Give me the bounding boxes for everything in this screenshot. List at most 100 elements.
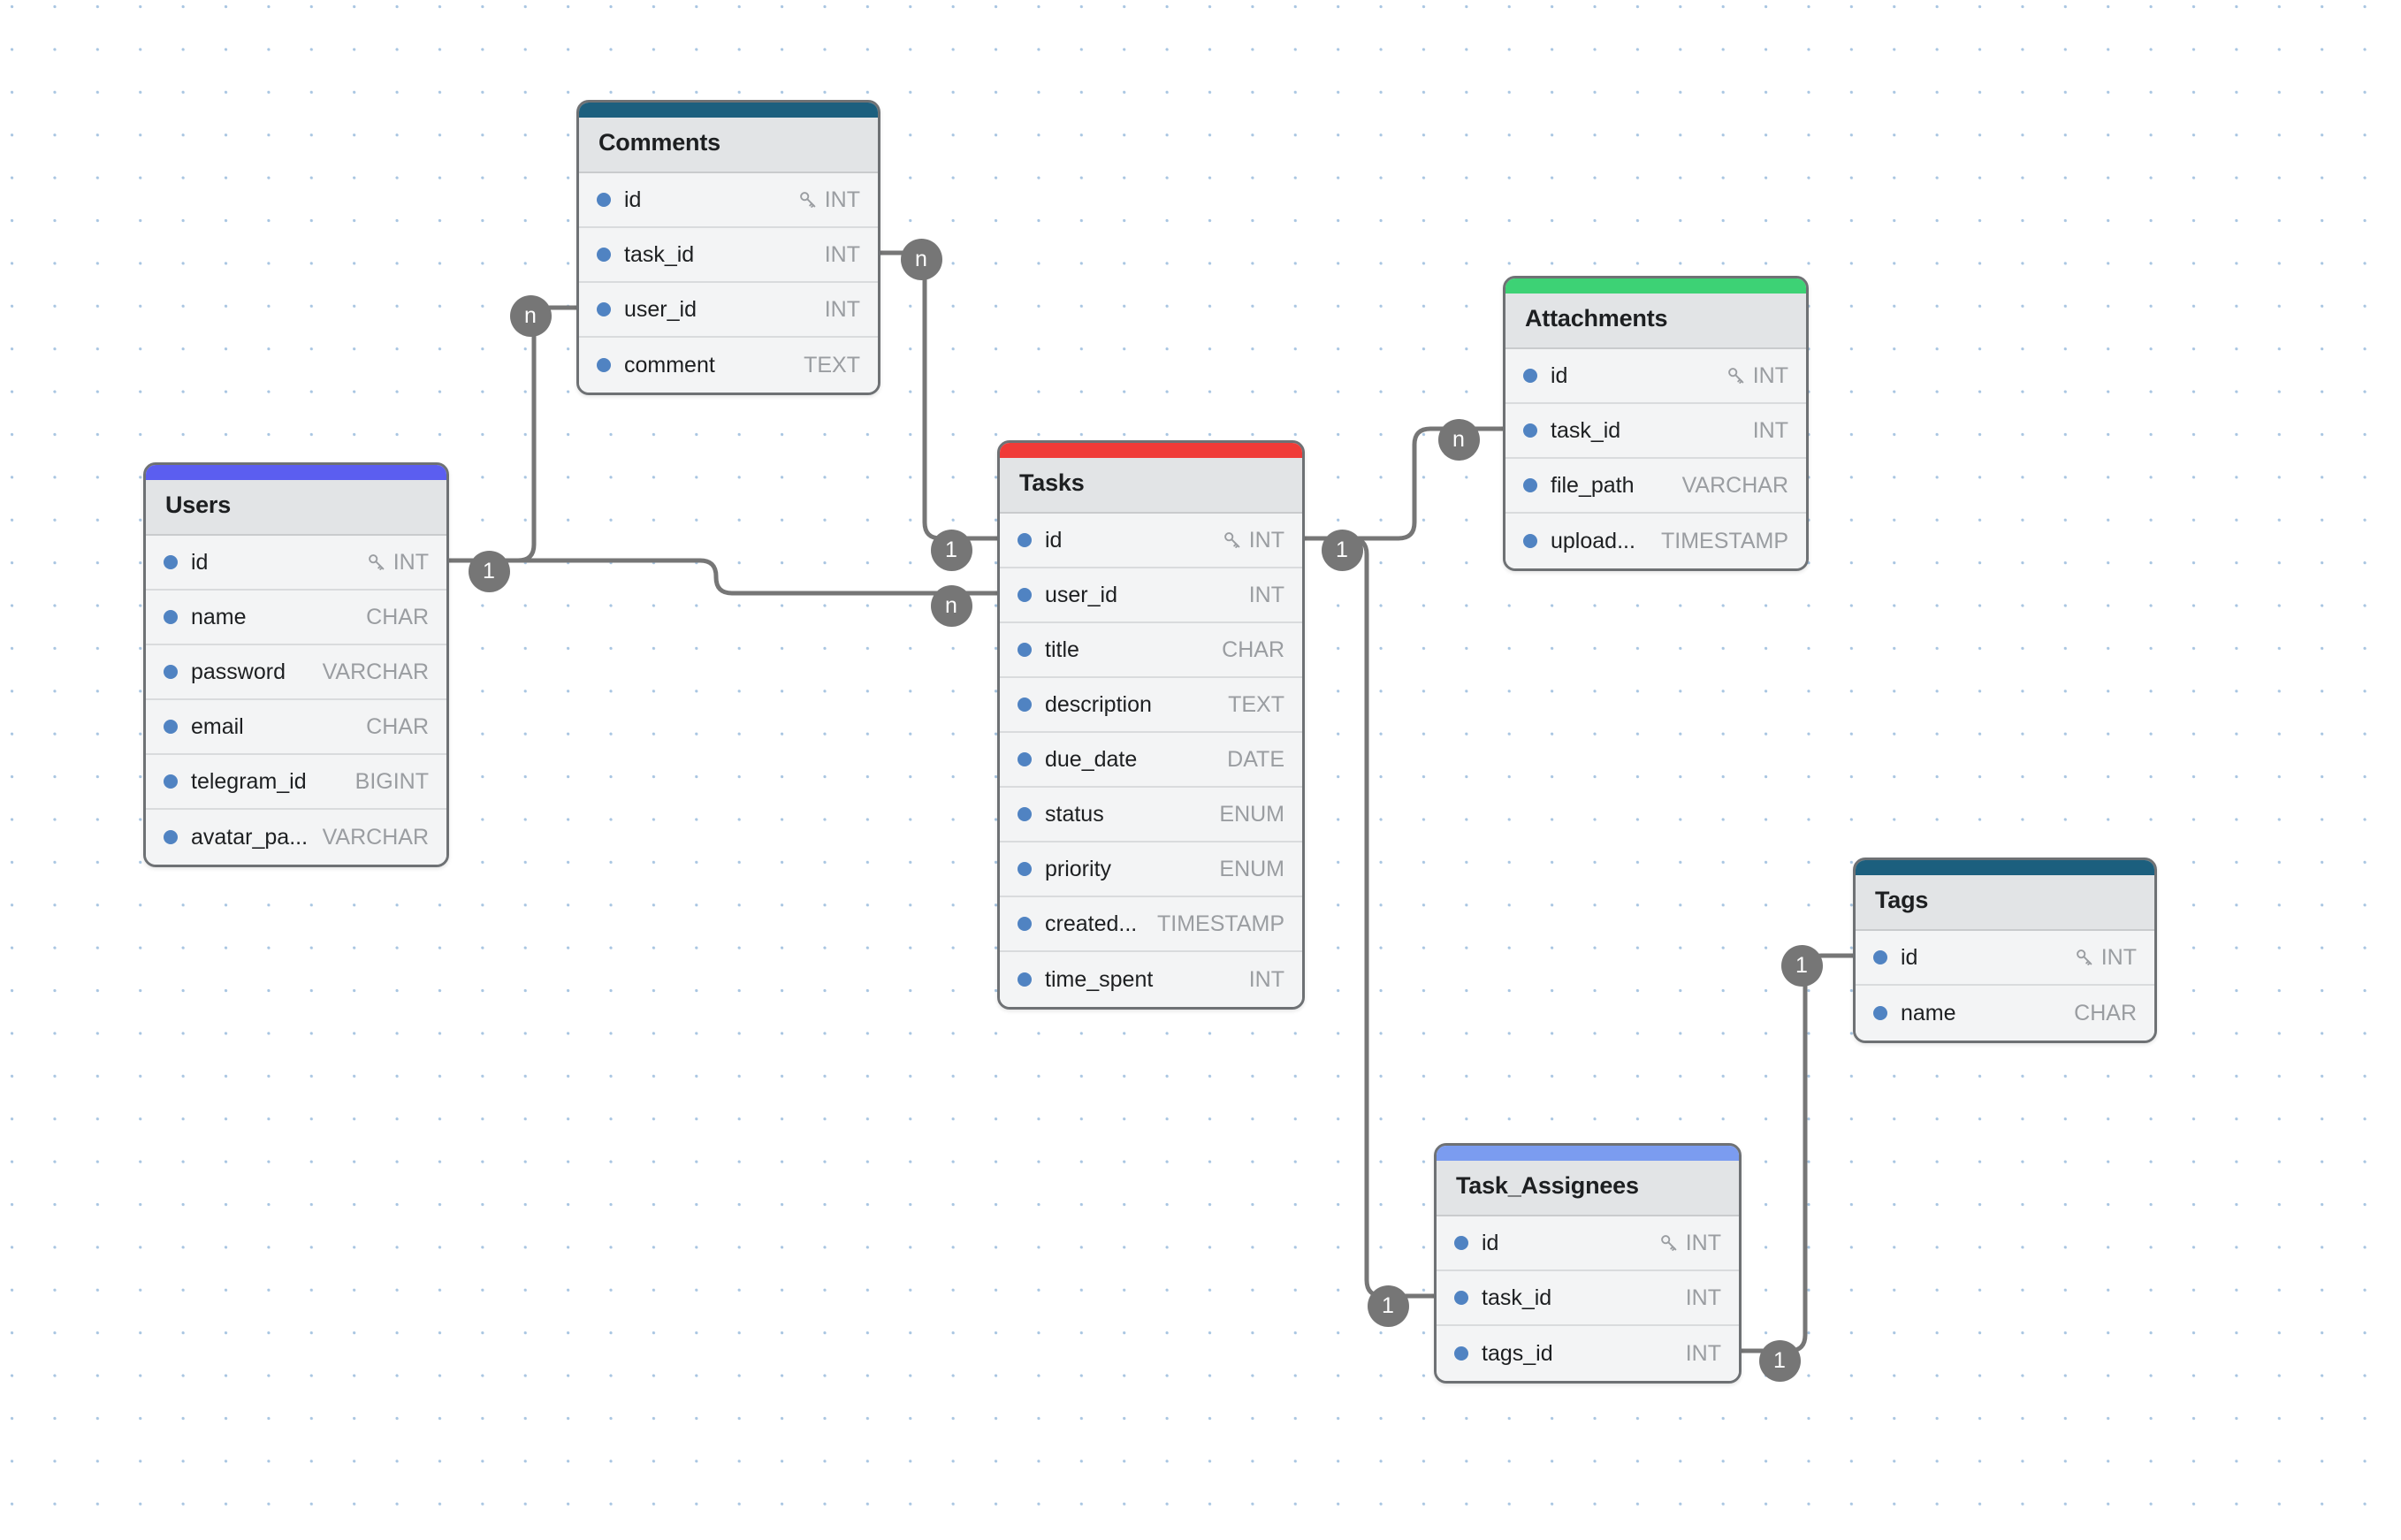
cardinality-badge: 1 [468, 550, 510, 592]
cardinality-badge: 1 [1367, 1285, 1409, 1327]
cardinality-badge: 1 [1321, 529, 1363, 571]
field-type-label: CHAR [366, 604, 429, 629]
field-row[interactable]: upload...TIMESTAMP [1505, 514, 1806, 568]
field-row[interactable]: name CHAR [1856, 986, 2154, 1041]
field-type-label: DATE [1227, 746, 1284, 772]
field-type: CHAR [2074, 1001, 2137, 1026]
field-bullet-icon [164, 610, 178, 624]
field-type: ENUM [1219, 802, 1284, 827]
field-type: INT [1686, 1285, 1721, 1311]
table-title: Tasks [1000, 458, 1302, 514]
cardinality-badge: n [509, 294, 552, 337]
field-bullet-icon [164, 774, 178, 789]
field-type-label: INT [1248, 966, 1284, 992]
table-accent-bar [1000, 443, 1302, 458]
field-name: tags_id [1482, 1340, 1553, 1366]
field-type: INT [366, 550, 429, 576]
field-row[interactable]: avatar_pa... VARCHAR [146, 810, 446, 865]
field-type-label: VARCHAR [322, 824, 429, 850]
field-row[interactable]: task_id INT [1437, 1271, 1739, 1326]
field-row[interactable]: file_path VARCHAR [1505, 459, 1806, 514]
field-type-label: VARCHAR [1681, 472, 1788, 498]
field-type: ENUM [1219, 857, 1284, 882]
field-name: name [191, 604, 247, 629]
field-type: TEXT [804, 353, 860, 378]
field-bullet-icon [1018, 533, 1032, 547]
field-type-label: INT [1752, 362, 1788, 388]
field-type: CHAR [1222, 637, 1284, 663]
field-name: avatar_pa... [191, 824, 309, 850]
field-row[interactable]: tags_id INT [1437, 1326, 1739, 1381]
primary-key-icon [1658, 1232, 1680, 1254]
field-type-label: INT [2100, 944, 2137, 970]
field-name: task_id [1482, 1285, 1552, 1310]
field-type-label: INT [1685, 1230, 1721, 1255]
field-type-label: INT [824, 296, 860, 322]
field-type-label: INT [1685, 1340, 1721, 1366]
table-accent-bar [1437, 1146, 1739, 1161]
field-name: created... [1045, 911, 1138, 936]
field-bullet-icon [1873, 1006, 1887, 1020]
field-type: INT [2074, 945, 2137, 971]
field-name: upload... [1551, 528, 1635, 553]
field-name: comment [624, 352, 715, 377]
primary-key-icon [1726, 365, 1747, 386]
field-name: name [1901, 1000, 1956, 1025]
primary-key-icon [797, 189, 819, 210]
field-type: CHAR [366, 605, 429, 630]
field-row[interactable]: created...TIMESTAMP [1000, 897, 1302, 952]
edge-users-tasks [446, 558, 1000, 596]
field-type: VARCHAR [1682, 473, 1788, 499]
table-title: Attachments [1505, 294, 1806, 349]
table-accent-bar [146, 465, 446, 480]
field-row[interactable]: name CHAR [146, 591, 446, 645]
primary-key-icon [1222, 530, 1243, 551]
field-name: file_path [1551, 472, 1635, 498]
field-type-label: INT [1248, 527, 1284, 553]
field-bullet-icon [1523, 369, 1537, 383]
field-type-label: INT [1752, 417, 1788, 443]
field-type: INT [825, 297, 860, 323]
field-type: TEXT [1228, 692, 1284, 718]
field-type: INT [1249, 967, 1284, 993]
field-name: due_date [1045, 746, 1138, 772]
edge-comments-tasks [878, 250, 1000, 541]
primary-key-icon [2074, 947, 2095, 968]
field-type: INT [1222, 528, 1284, 553]
field-bullet-icon [1018, 917, 1032, 931]
field-type-label: CHAR [366, 713, 429, 739]
field-row[interactable]: comment TEXT [579, 338, 878, 393]
field-type: INT [1753, 418, 1788, 444]
field-type-label: CHAR [1222, 637, 1284, 662]
field-row[interactable]: due_date DATE [1000, 733, 1302, 788]
field-type-label: INT [1248, 582, 1284, 607]
field-type: VARCHAR [323, 825, 429, 850]
field-type-label: INT [1685, 1285, 1721, 1310]
table-accent-bar [1505, 278, 1806, 294]
